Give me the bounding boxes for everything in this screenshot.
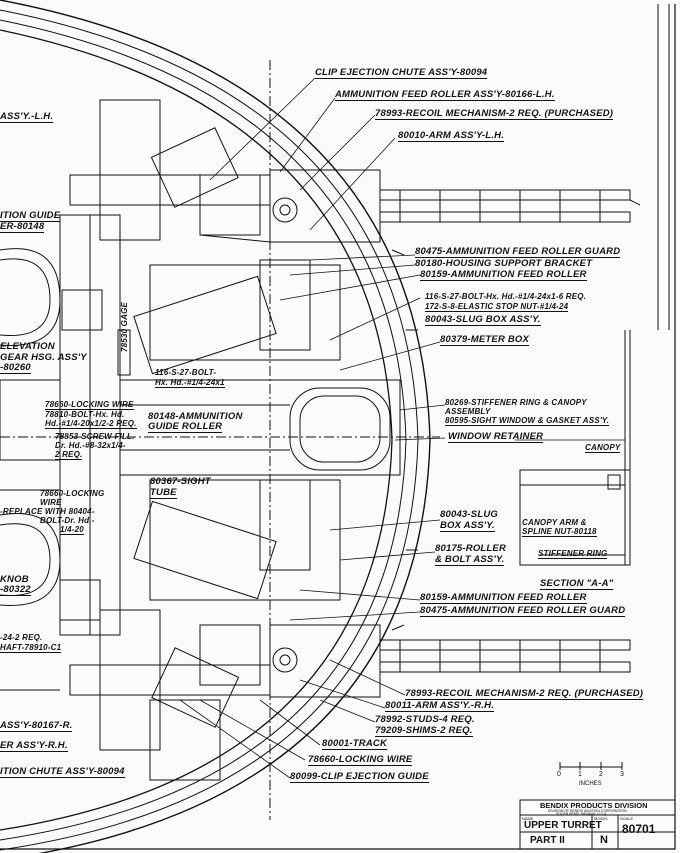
callout-locking-wire-low: 78660-LOCKING WIRE	[308, 754, 413, 766]
tb-name-label: NAME	[522, 816, 534, 821]
vertical-tag: 78530 GAGE	[120, 301, 129, 352]
tb-sub2: SOUTH BEND, INDIANA, U.S.A.	[556, 812, 608, 816]
tb-model: N	[600, 834, 608, 846]
section-a-a	[519, 330, 631, 566]
callout-sight-tube-2: TUBE	[150, 487, 177, 499]
callout-bolt-116: 116-S-27-BOLT-Hx. Hd.-#1/4-24x1-6 REQ.	[425, 292, 587, 301]
callout-left-ition-guide: ITION GUIDE	[0, 210, 61, 222]
tb-sub1: DIVISION OF BENDIX AVIATION CORPORATION	[548, 809, 627, 813]
callout-left-replace-1: -REPLACE WITH 80404-	[0, 507, 95, 516]
turret-track-ring	[0, 0, 431, 853]
callout-sight-tube: 80367-SIGHT	[150, 476, 211, 487]
title-block-frame	[519, 799, 676, 850]
callout-left-24-2req: -24-2 REQ.	[0, 633, 43, 642]
callout-guide-roller: 80148-AMMUNITION	[148, 411, 243, 422]
callout-nut-172: 172-S-8-ELASTIC STOP NUT-#1/4-24	[425, 302, 569, 312]
callout-stiffener-ring-2: ASSEMBLY	[445, 407, 491, 416]
callout-track: 80001-TRACK	[322, 738, 388, 750]
tb-scale-label: SCALE	[620, 816, 634, 821]
section-canopy: CANOPY	[585, 443, 621, 453]
callout-left-rh: ER ASS'Y-R.H.	[0, 740, 68, 752]
callout-left-screw-1: 78853-SCREW-FILL.	[55, 432, 135, 441]
upper-gun	[69, 99, 641, 243]
callout-left-bolt-1: 78810-BOLT-Hx. Hd.	[45, 410, 125, 419]
callout-left-knob: KNOB	[0, 574, 29, 585]
callout-left-80260: -80260	[0, 362, 31, 374]
callout-arm-rh: 80011-ARM ASS'Y.-R.H.	[385, 700, 495, 712]
callout-guide-roller-2: GUIDE ROLLER	[148, 421, 223, 433]
scale-tick-1: 1	[578, 771, 582, 778]
scale-tick-2: 2	[599, 771, 603, 778]
callout-shims: 79209-SHIMS-2 REQ.	[375, 725, 473, 737]
section-stiffener: STIFFENER RING	[538, 549, 608, 559]
callout-left-elevation: ELEVATION	[0, 341, 55, 352]
scale-tick-3: 3	[620, 771, 624, 778]
callout-left-bolt-2: Hd.-#1/4-20x1/2-2 REQ.	[45, 419, 137, 429]
callout-left-locking-wire: 78660-LOCKING WIRE	[45, 400, 134, 410]
callout-roller-bolt: 80175-ROLLER	[435, 543, 507, 554]
callout-left-assy-lh: ASS'Y.-L.H.	[0, 111, 54, 123]
callout-left-locking-2b: WIRE	[40, 498, 62, 507]
callout-sight-window: 80595-SIGHT WINDOW & GASKET ASS'Y.	[445, 416, 610, 426]
callout-left-80322: -80322	[0, 584, 31, 596]
callout-left-chute-low: ITION CHUTE ASS'Y-80094	[0, 766, 125, 778]
callout-feed-roller-top: 80159-AMMUNITION FEED ROLLER	[420, 269, 587, 281]
callout-bolt-small-2: Hx. Hd.-#1/4-24x1	[155, 378, 225, 388]
lower-gun	[69, 609, 631, 781]
callout-guard-top: 80475-AMMUNITION FEED ROLLER GUARD	[415, 246, 621, 258]
scale-tick-0: 0	[557, 771, 561, 778]
callout-window-retainer: WINDOW RETAINER	[448, 431, 544, 443]
section-canopy-arm: CANOPY ARM &	[522, 518, 587, 527]
callout-bolt-small: 116-S-27-BOLT-	[155, 368, 217, 377]
section-title: SECTION "A-A"	[540, 578, 614, 590]
section-canopy-arm-2: SPLINE NUT-80118	[522, 527, 597, 537]
tb-company: BENDIX PRODUCTS DIVISION	[540, 801, 648, 810]
tb-number: 80701	[622, 822, 656, 836]
callout-left-gear: GEAR HSG. ASS'Y	[0, 352, 87, 363]
callout-arm-lh: 80010-ARM ASS'Y-L.H.	[398, 130, 505, 142]
scale-unit: INCHES	[579, 781, 602, 787]
callout-left-shaft: HAFT-78910-C1	[0, 643, 62, 653]
callout-clip-chute: CLIP EJECTION CHUTE ASS'Y-80094	[315, 67, 488, 79]
center-housing	[0, 214, 401, 691]
callout-feed-roller-low: 80159-AMMUNITION FEED ROLLER	[420, 592, 587, 604]
callout-left-screw-2: Dr. Hd.-#8-32x1/4-	[55, 441, 126, 450]
callout-feed-roller-lh: AMMUNITION FEED ROLLER ASS'Y-80166-L.H.	[335, 89, 555, 101]
callout-guard-low: 80475-AMMUNITION FEED ROLLER GUARD	[420, 605, 626, 617]
callout-left-er-80148: ER-80148	[0, 221, 45, 233]
callout-left-screw-3: 2 REQ.	[55, 450, 83, 460]
callout-left-locking-2: 78660-LOCKING	[40, 489, 105, 498]
scale-bar-graphic	[559, 762, 623, 770]
callout-housing-bracket: 80180-HOUSING SUPPORT BRACKET	[415, 258, 593, 269]
callout-recoil-top: 78993-RECOIL MECHANISM-2 REQ. (PURCHASED…	[375, 108, 614, 120]
callout-left-replace-3: 1/4-20	[60, 525, 84, 535]
leader-lines	[179, 77, 625, 779]
callout-slug-box-low-2: BOX ASS'Y.	[440, 520, 495, 532]
callout-left-replace-2: BOLT-Dr. Hd.-	[40, 516, 95, 525]
callout-clip-guide: 80099-CLIP EJECTION GUIDE	[290, 771, 429, 783]
callout-left-80167: ASS'Y-80167-R.	[0, 720, 73, 732]
callout-recoil-low: 78993-RECOIL MECHANISM-2 REQ. (PURCHASED…	[405, 688, 644, 700]
callout-slug-box-low: 80043-SLUG	[440, 509, 498, 520]
tb-part: PART II	[530, 835, 565, 846]
callout-studs: 78992-STUDS-4 REQ.	[375, 714, 475, 725]
callout-stiffener-ring: 80269-STIFFENER RING & CANOPY	[445, 398, 587, 407]
callout-slug-box-top: 80043-SLUG BOX ASS'Y.	[425, 314, 541, 326]
tb-model-label: MODEL	[594, 816, 609, 821]
callout-meter-box: 80379-METER BOX	[440, 334, 530, 346]
callout-roller-bolt-2: & BOLT ASS'Y.	[435, 554, 505, 566]
tb-name: UPPER TURRET	[524, 820, 602, 831]
